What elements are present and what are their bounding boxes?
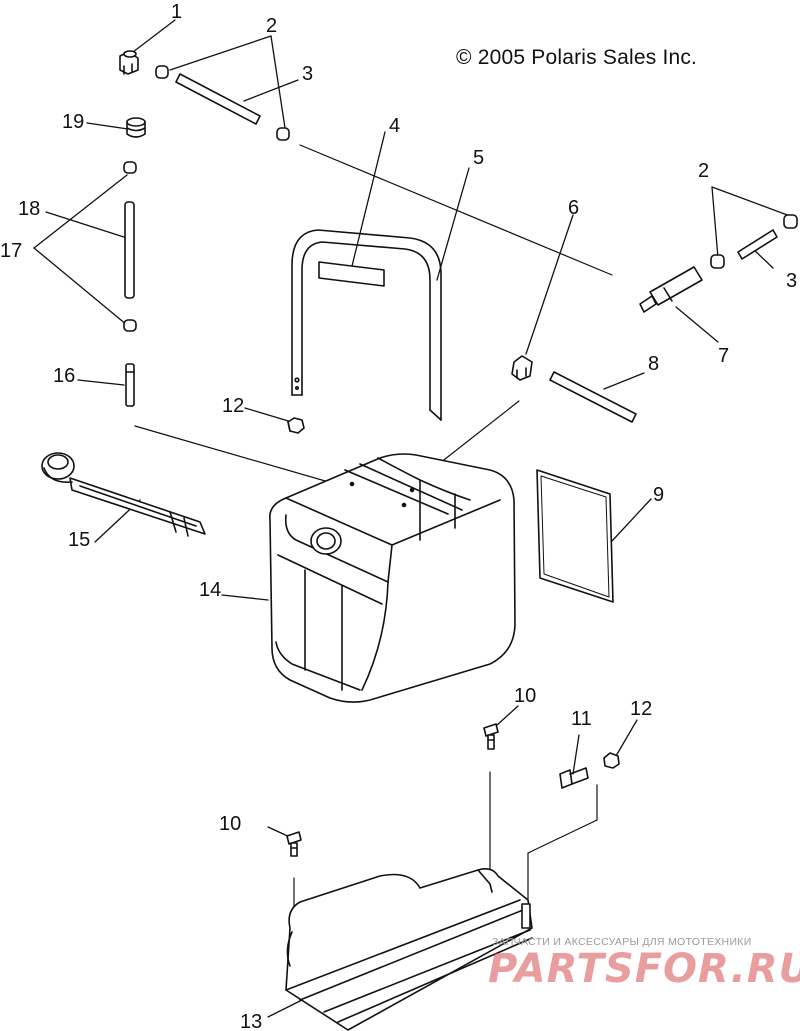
callout-3-right: 3 xyxy=(786,270,798,292)
callout-6: 6 xyxy=(568,197,580,219)
callout-3: 3 xyxy=(302,63,314,85)
tube-cap-17b xyxy=(123,319,137,332)
tank-pad-9 xyxy=(536,469,614,603)
callout-12-left: 12 xyxy=(222,395,245,417)
callout-2: 2 xyxy=(266,15,278,37)
skid-plate-13 xyxy=(285,868,533,1031)
callout-14: 14 xyxy=(199,579,222,601)
fuel-tank-14 xyxy=(269,453,516,703)
bolt-10b xyxy=(286,831,302,857)
leader-lines xyxy=(33,19,791,1018)
watermark-subtitle: ЗАПЧАСТИ И АКСЕССУАРЫ ДЛЯ МОТОТЕХНИКИ xyxy=(492,936,752,948)
nut-12b xyxy=(603,752,620,769)
callout-19: 19 xyxy=(62,111,85,133)
watermark-logo: PARTSFOR.RU xyxy=(488,946,800,992)
fuel-gauge-15 xyxy=(41,452,206,537)
tube-cap-17a xyxy=(123,161,137,174)
copyright-notice: © 2005 Polaris Sales Inc. xyxy=(456,46,698,69)
bolt-10a xyxy=(483,723,499,750)
callout-4: 4 xyxy=(389,115,401,137)
check-valve-7 xyxy=(639,266,703,313)
vent-hose-3b xyxy=(737,229,778,260)
hose-cap-2b xyxy=(276,127,290,141)
hose-cap-2a xyxy=(155,65,169,79)
hose-cap-2d xyxy=(783,214,798,229)
callout-18: 18 xyxy=(18,198,41,220)
vent-hose-8 xyxy=(549,371,637,423)
bolt-11 xyxy=(559,767,589,789)
callout-1: 1 xyxy=(171,1,183,23)
tank-strap-4-5 xyxy=(291,229,442,421)
callout-15: 15 xyxy=(68,529,91,551)
callout-8: 8 xyxy=(648,353,660,375)
elbow-fitting-6 xyxy=(511,355,533,381)
callout-7: 7 xyxy=(718,345,730,367)
callout-5: 5 xyxy=(473,147,485,169)
grommet-19 xyxy=(126,117,146,138)
callout-2-right: 2 xyxy=(698,160,710,182)
callout-10-left: 10 xyxy=(219,813,242,835)
callout-12-right: 12 xyxy=(630,698,653,720)
elbow-fitting-1 xyxy=(119,50,139,75)
callout-9: 9 xyxy=(653,484,665,506)
nut-12a xyxy=(287,417,305,434)
callout-17: 17 xyxy=(0,240,23,262)
vent-hose-3a xyxy=(175,73,261,125)
callout-16: 16 xyxy=(53,365,76,387)
callout-10-right: 10 xyxy=(514,685,537,707)
callout-13: 13 xyxy=(240,1011,263,1031)
hose-cap-2c xyxy=(710,254,725,269)
callout-11: 11 xyxy=(571,708,592,730)
stud-16 xyxy=(125,363,135,407)
vent-tube-18 xyxy=(124,201,135,299)
